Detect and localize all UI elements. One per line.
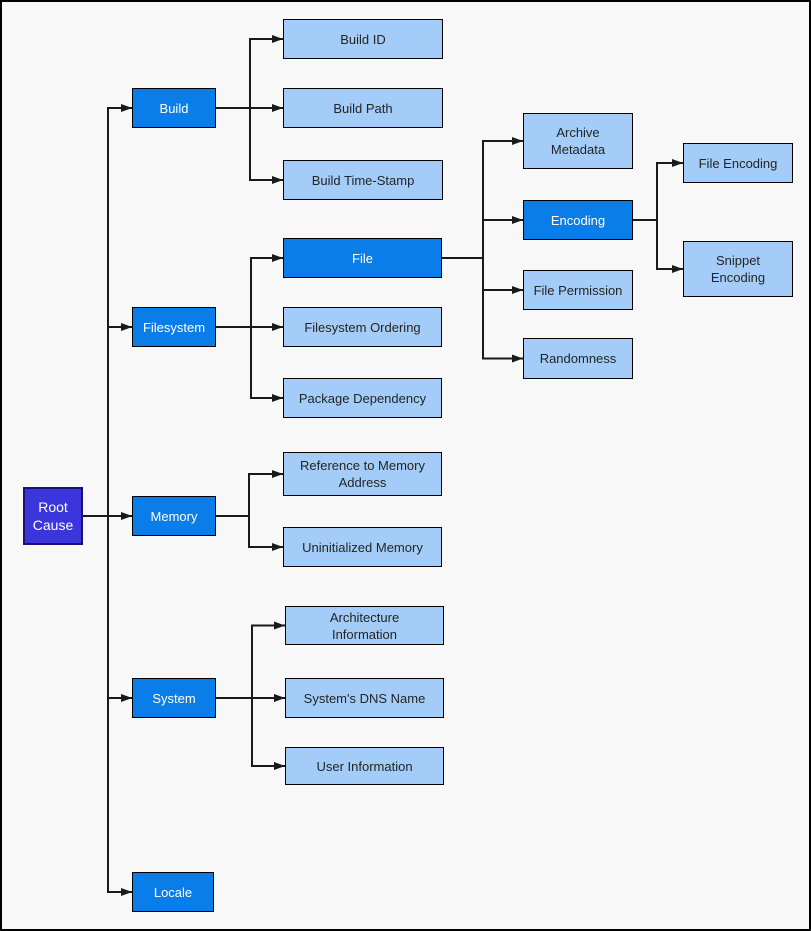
edge-file-to-randomness bbox=[442, 257, 523, 363]
edge-encoding-to-file-encoding bbox=[633, 159, 683, 221]
node-label-build-path: Build Path bbox=[333, 100, 393, 116]
node-reference-to-memory-address: Reference to Memory Address bbox=[283, 452, 442, 496]
node-locale: Locale bbox=[132, 872, 214, 912]
edge-build-to-build-time-stamp bbox=[216, 107, 283, 184]
node-architecture-information: Architecture Information bbox=[285, 606, 444, 645]
edge-root-to-filesystem bbox=[83, 323, 132, 517]
edge-filesystem-to-file bbox=[216, 254, 283, 328]
node-build: Build bbox=[132, 88, 216, 128]
node-label-locale: Locale bbox=[153, 884, 193, 900]
node-label-file: File bbox=[352, 250, 373, 266]
node-label-build-id: Build ID bbox=[340, 31, 386, 47]
node-uninitialized-memory: Uninitialized Memory bbox=[283, 527, 442, 567]
node-file-permission: File Permission bbox=[523, 270, 633, 310]
edge-memory-to-uninitialized-memory bbox=[216, 515, 283, 551]
node-label-build-time-stamp: Build Time-Stamp bbox=[311, 172, 415, 188]
node-label-systems-dns-name: System's DNS Name bbox=[303, 690, 426, 706]
node-memory: Memory bbox=[132, 496, 216, 536]
node-label-snippet-encoding: Snippet Encoding bbox=[710, 253, 766, 285]
node-label-uninitialized-memory: Uninitialized Memory bbox=[302, 539, 423, 555]
node-label-reference-to-memory-address: Reference to Memory Address bbox=[300, 458, 425, 490]
node-filesystem: Filesystem bbox=[132, 307, 216, 347]
node-build-time-stamp: Build Time-Stamp bbox=[283, 160, 443, 200]
node-file: File bbox=[283, 238, 442, 278]
node-label-package-dependency: Package Dependency bbox=[298, 390, 427, 406]
edge-file-to-encoding bbox=[442, 216, 523, 259]
node-label-filesystem: Filesystem bbox=[142, 319, 206, 335]
node-label-file-permission: File Permission bbox=[533, 282, 623, 298]
node-archive-metadata: Archive Metadata bbox=[523, 113, 633, 169]
node-filesystem-ordering: Filesystem Ordering bbox=[283, 307, 442, 347]
node-label-build: Build bbox=[159, 100, 189, 116]
node-package-dependency: Package Dependency bbox=[283, 378, 442, 418]
node-label-encoding: Encoding bbox=[550, 212, 606, 228]
edge-root-to-build bbox=[83, 104, 132, 517]
node-build-id: Build ID bbox=[283, 19, 443, 59]
edge-build-to-build-id bbox=[216, 35, 283, 109]
node-systems-dns-name: System's DNS Name bbox=[285, 678, 444, 718]
node-randomness: Randomness bbox=[523, 338, 633, 379]
node-file-encoding: File Encoding bbox=[683, 143, 793, 183]
node-label-archive-metadata: Archive Metadata bbox=[550, 125, 606, 157]
node-label-user-information: User Information bbox=[316, 758, 413, 774]
edge-encoding-to-snippet-encoding bbox=[633, 219, 683, 273]
node-label-memory: Memory bbox=[150, 508, 198, 524]
node-label-architecture-information: Architecture Information bbox=[329, 609, 400, 642]
edge-memory-to-reference-to-memory-address bbox=[216, 470, 283, 517]
node-user-information: User Information bbox=[285, 747, 444, 785]
node-build-path: Build Path bbox=[283, 88, 443, 128]
node-label-file-encoding: File Encoding bbox=[698, 155, 778, 171]
edge-system-to-user-information bbox=[216, 697, 285, 770]
node-root: Root Cause bbox=[23, 487, 83, 545]
node-snippet-encoding: Snippet Encoding bbox=[683, 241, 793, 297]
edge-filesystem-to-package-dependency bbox=[216, 326, 283, 402]
node-system: System bbox=[132, 678, 216, 718]
node-label-filesystem-ordering: Filesystem Ordering bbox=[304, 319, 421, 335]
node-label-root: Root Cause bbox=[32, 499, 74, 533]
node-label-randomness: Randomness bbox=[539, 351, 617, 366]
edge-root-to-locale bbox=[83, 515, 132, 896]
edge-file-to-archive-metadata bbox=[442, 137, 523, 259]
edge-root-to-system bbox=[83, 515, 132, 702]
node-label-system: System bbox=[152, 690, 196, 706]
edge-system-to-architecture-information bbox=[216, 621, 285, 699]
edge-file-to-file-permission bbox=[442, 257, 523, 294]
node-encoding: Encoding bbox=[523, 200, 633, 240]
